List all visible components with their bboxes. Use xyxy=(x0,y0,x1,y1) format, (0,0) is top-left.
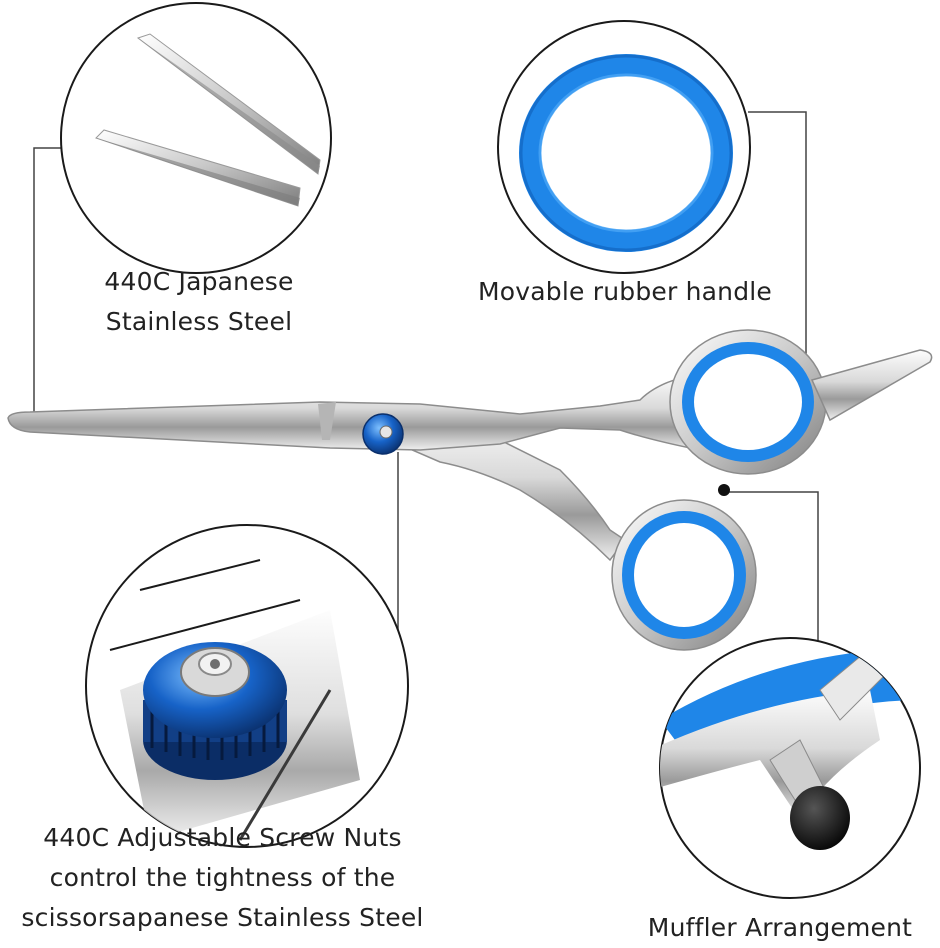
caption-rubber-handle: Movable rubber handle xyxy=(455,272,795,312)
caption-line: 440C Adjustable Screw Nuts xyxy=(43,823,402,852)
caption-line: control the tightness of the xyxy=(49,863,396,892)
screw-nut-closeup-icon xyxy=(85,524,409,848)
caption-line: 440C Japanese xyxy=(104,267,294,296)
caption-muffler: Muffler Arrangement xyxy=(630,908,930,948)
caption-line: Muffler Arrangement xyxy=(647,913,913,942)
caption-line: Stainless Steel xyxy=(105,307,293,336)
caption-line: scissorsapanese Stainless Steel xyxy=(21,903,424,932)
leader-line-handle xyxy=(748,111,807,355)
scissors-illustration xyxy=(7,329,933,651)
caption-line: Movable rubber handle xyxy=(478,277,772,306)
rubber-ring-closeup-icon xyxy=(497,20,751,274)
caption-screw-nuts: 440C Adjustable Screw Nuts control the t… xyxy=(0,818,445,938)
blade-closeup-icon xyxy=(60,2,332,274)
muffler-closeup-icon xyxy=(659,637,921,899)
leader-line-muffler xyxy=(722,491,819,646)
caption-japanese-steel: 440C Japanese Stainless Steel xyxy=(44,262,354,342)
